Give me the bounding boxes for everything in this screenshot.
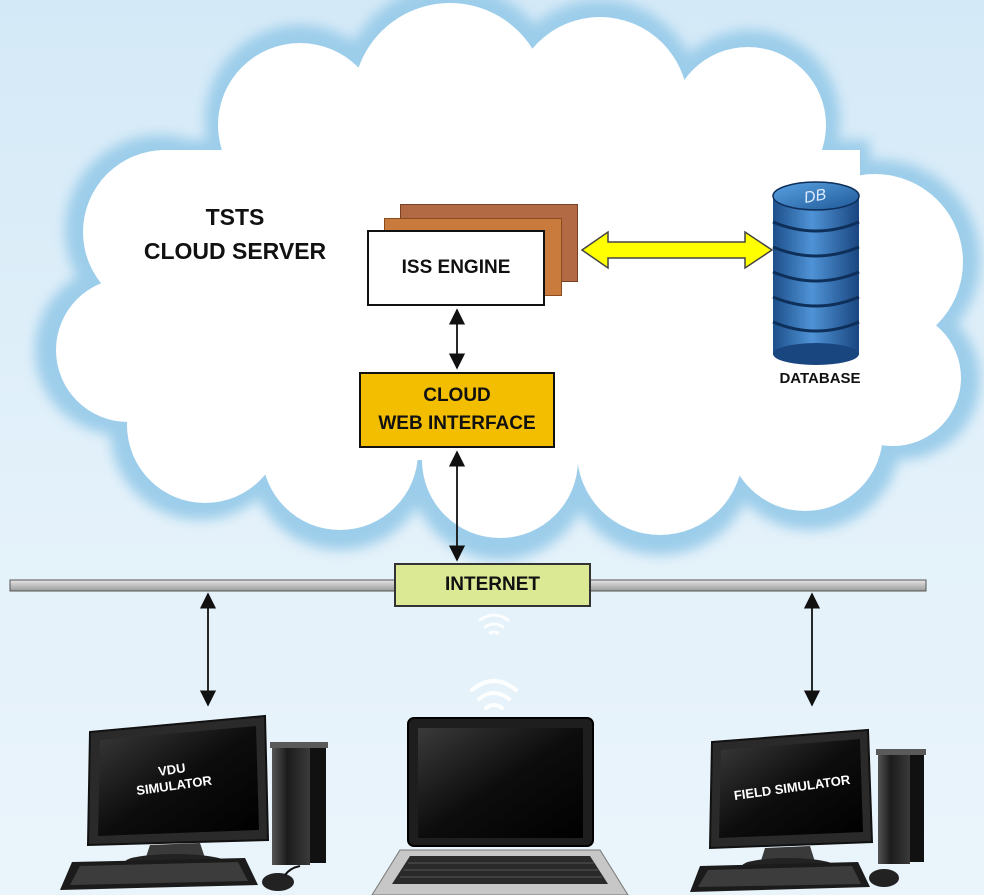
desktop-computer-icon: [690, 728, 926, 892]
server-title: TSTS CLOUD SERVER: [120, 200, 350, 268]
database-cylinder-text: DB: [803, 186, 828, 207]
cloud-web-interface-line1: CLOUD: [423, 385, 491, 406]
laptop-icon: [371, 717, 629, 895]
desktop-computer-icon: [60, 714, 328, 891]
server-title-line1: TSTS: [205, 204, 265, 230]
database-label: DATABASE: [779, 370, 861, 387]
cloud-shape: [35, 0, 980, 560]
internet-label: INTERNET: [445, 574, 540, 595]
wifi-icon: [478, 613, 510, 635]
wifi-icon: [470, 679, 518, 710]
cloud-web-interface-line2: WEB INTERFACE: [378, 413, 536, 434]
cloud-web-interface-box: CLOUD WEB INTERFACE: [359, 372, 555, 448]
internet-box: INTERNET: [394, 563, 591, 607]
arrow-iss-database: [580, 230, 774, 270]
iss-engine-label: ISS ENGINE: [401, 257, 511, 278]
database-icon: DB: [772, 181, 860, 365]
server-title-line2: CLOUD SERVER: [143, 238, 327, 264]
iss-engine-box: ISS ENGINE: [367, 230, 545, 306]
